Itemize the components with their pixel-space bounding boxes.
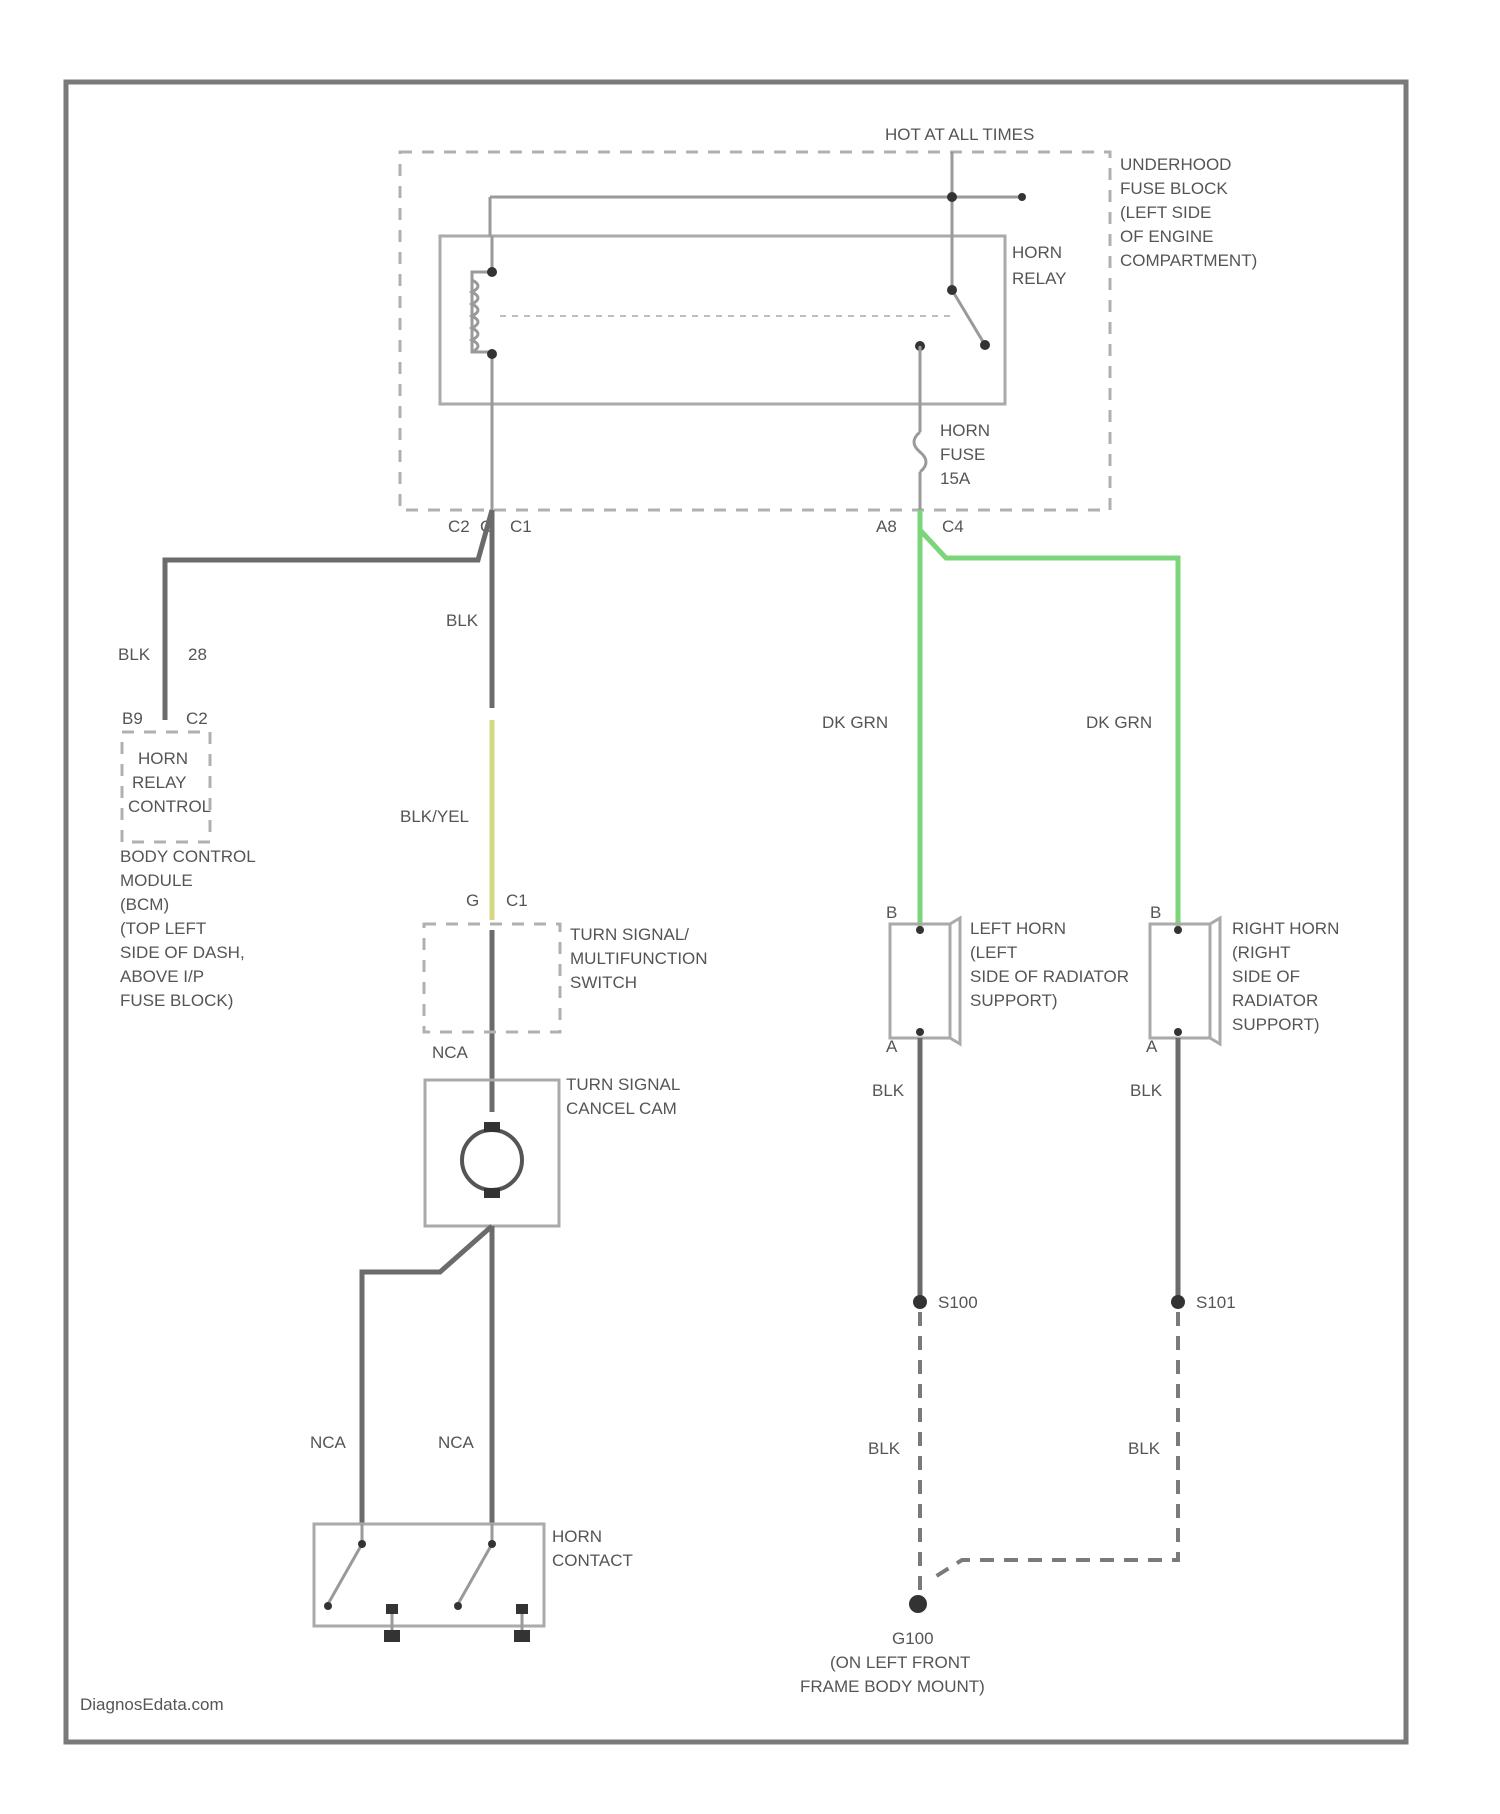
right-horn-wire-top-label: DK GRN bbox=[1086, 713, 1152, 732]
horn-contact-label-1: HORN bbox=[552, 1527, 602, 1546]
left-horn-pin-a: A bbox=[886, 1037, 898, 1056]
horn-contact-box bbox=[314, 1524, 544, 1626]
bcm-desc-4: (TOP LEFT bbox=[120, 919, 206, 938]
bcm-desc-1: BODY CONTROL bbox=[120, 847, 256, 866]
bcm-desc-3: (BCM) bbox=[120, 895, 169, 914]
ground-label-1: G100 bbox=[892, 1629, 934, 1648]
splice-s100 bbox=[913, 1295, 927, 1309]
power-feed: HOT AT ALL TIMES bbox=[490, 125, 1034, 236]
pin-a8-label: A8 bbox=[876, 517, 897, 536]
right-horn-label-5: SUPPORT) bbox=[1232, 1015, 1320, 1034]
ground-label-3: FRAME BODY MOUNT) bbox=[800, 1677, 985, 1696]
diagram-frame bbox=[66, 82, 1406, 1742]
bcm-pin-28-label: 28 bbox=[188, 645, 207, 664]
left-ground-wire-label: BLK bbox=[868, 1439, 901, 1458]
splice-s100-label: S100 bbox=[938, 1293, 978, 1312]
blk-yel-wire-label: BLK/YEL bbox=[400, 807, 469, 826]
switch-label-2: MULTIFUNCTION bbox=[570, 949, 708, 968]
pin-c2-label: C2 bbox=[448, 517, 470, 536]
horn-fuse bbox=[914, 404, 926, 510]
bcm-connector-label: C2 bbox=[186, 709, 208, 728]
right-horn-pin-b: B bbox=[1150, 903, 1161, 922]
horn-relay-label-2: RELAY bbox=[1012, 269, 1067, 288]
right-horn-label-4: RADIATOR bbox=[1232, 991, 1318, 1010]
bcm-wire-label: BLK bbox=[118, 645, 151, 664]
left-horn-body bbox=[890, 924, 950, 1038]
bcm-pin-b9-label: B9 bbox=[122, 709, 143, 728]
watermark: DiagnosEdata.com bbox=[80, 1695, 224, 1714]
relay-coil bbox=[472, 236, 497, 404]
left-horn-label-3: SIDE OF RADIATOR bbox=[970, 967, 1129, 986]
ground-g100 bbox=[909, 1595, 927, 1613]
left-horn-label-4: SUPPORT) bbox=[970, 991, 1058, 1010]
horn-contact-label-2: CONTACT bbox=[552, 1551, 633, 1570]
left-horn-wire-top-label: DK GRN bbox=[822, 713, 888, 732]
cancel-cam-bottom-contact bbox=[484, 1188, 500, 1198]
switch-label-1: TURN SIGNAL/ bbox=[570, 925, 689, 944]
fuse-block-label-5: COMPARTMENT) bbox=[1120, 251, 1257, 270]
cancel-cam-circle bbox=[462, 1130, 522, 1190]
bcm-desc-7: FUSE BLOCK) bbox=[120, 991, 233, 1010]
pin-c1-label: C1 bbox=[510, 517, 532, 536]
bcm-box-label-2: RELAY bbox=[132, 773, 187, 792]
left-horn-pin-b: B bbox=[886, 903, 897, 922]
fuse-block-label-4: OF ENGINE bbox=[1120, 227, 1214, 246]
right-horn-wire-bottom-label: BLK bbox=[1130, 1081, 1163, 1100]
pin-c4-label: C4 bbox=[942, 517, 964, 536]
fuse-block-label-3: (LEFT SIDE bbox=[1120, 203, 1211, 222]
nca-label-1: NCA bbox=[432, 1043, 469, 1062]
bcm-desc-6: ABOVE I/P bbox=[120, 967, 204, 986]
bcm-box-label-3: CONTROL bbox=[128, 797, 211, 816]
cancel-cam-label-1: TURN SIGNAL bbox=[566, 1075, 680, 1094]
right-ground-wire-label: BLK bbox=[1128, 1439, 1161, 1458]
switch-pin-g-label: G bbox=[466, 891, 479, 910]
left-horn-label-2: (LEFT bbox=[970, 943, 1017, 962]
bcm-box-label-1: HORN bbox=[138, 749, 188, 768]
left-horn-wire-bottom-label: BLK bbox=[872, 1081, 905, 1100]
cancel-cam-label-2: CANCEL CAM bbox=[566, 1099, 677, 1118]
horn-fuse-label-1: HORN bbox=[940, 421, 990, 440]
nca-label-2: NCA bbox=[310, 1433, 347, 1452]
ground-label-2: (ON LEFT FRONT bbox=[830, 1653, 970, 1672]
nca-label-3: NCA bbox=[438, 1433, 475, 1452]
left-horn-label-1: LEFT HORN bbox=[970, 919, 1066, 938]
bcm-control-wire bbox=[165, 510, 492, 720]
bcm-desc-2: MODULE bbox=[120, 871, 193, 890]
splice-s101-label: S101 bbox=[1196, 1293, 1236, 1312]
right-horn-label-2: (RIGHT bbox=[1232, 943, 1291, 962]
relay-switch bbox=[915, 236, 990, 404]
splice-s101 bbox=[1171, 1295, 1185, 1309]
horn-fuse-label-2: FUSE bbox=[940, 445, 985, 464]
fuse-block-label-1: UNDERHOOD bbox=[1120, 155, 1231, 174]
right-horn-label-1: RIGHT HORN bbox=[1232, 919, 1339, 938]
right-horn-body bbox=[1150, 924, 1210, 1038]
right-horn-pin-a: A bbox=[1146, 1037, 1158, 1056]
right-horn-label-3: SIDE OF bbox=[1232, 967, 1300, 986]
horn-contact-wire-left bbox=[362, 1226, 492, 1524]
horn-relay-label-1: HORN bbox=[1012, 243, 1062, 262]
hot-at-all-times-label: HOT AT ALL TIMES bbox=[885, 125, 1034, 144]
horn-fuse-label-3: 15A bbox=[940, 469, 971, 488]
horn-contact-switches bbox=[324, 1524, 530, 1642]
switch-pin-c1-label: C1 bbox=[506, 891, 528, 910]
bcm-desc-5: SIDE OF DASH, bbox=[120, 943, 245, 962]
blk-wire-upper-label: BLK bbox=[446, 611, 479, 630]
cancel-cam-top-contact bbox=[484, 1122, 500, 1132]
switch-label-3: SWITCH bbox=[570, 973, 637, 992]
fuse-block-label-2: FUSE BLOCK bbox=[1120, 179, 1228, 198]
